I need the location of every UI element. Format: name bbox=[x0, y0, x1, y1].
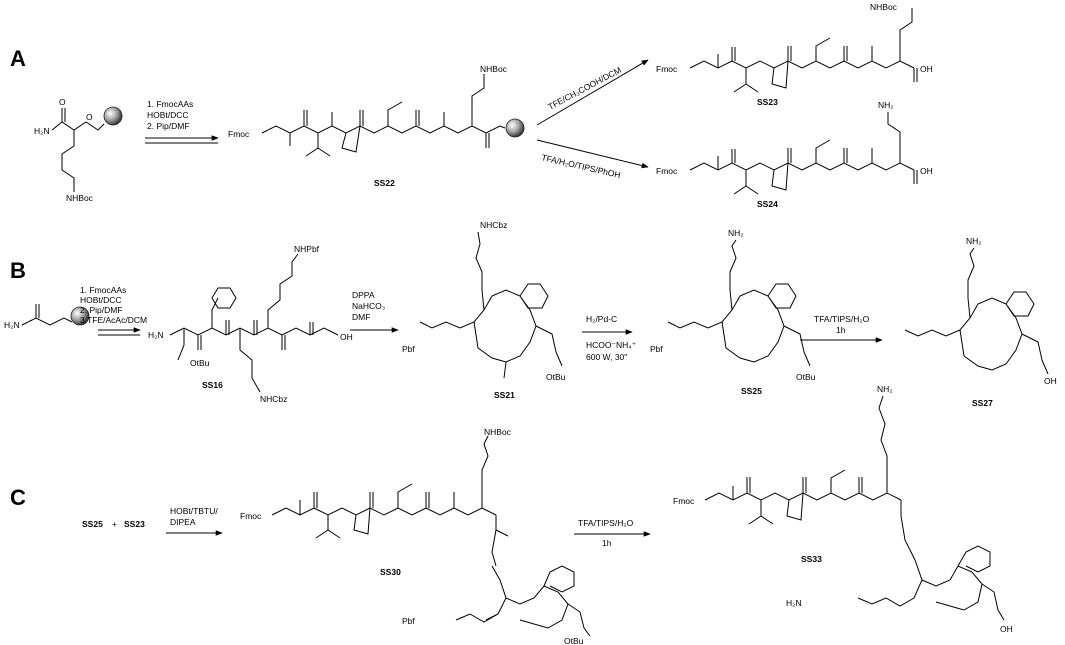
condition-line: HOBt/DCC bbox=[147, 110, 189, 120]
condition-line: HOBt/DCC bbox=[80, 295, 122, 305]
atom-nhcbz: NHCbz bbox=[480, 220, 507, 230]
atom-oh: OH bbox=[920, 64, 933, 74]
atom-pbf: Pbf bbox=[402, 344, 415, 354]
compound-label-ss23: SS23 bbox=[757, 97, 778, 107]
atom-oh: OH bbox=[340, 332, 353, 342]
ss30-structure: Fmoc NHBoc Pbf OtBu SS30 bbox=[240, 427, 591, 645]
compound-label-ss33: SS33 bbox=[801, 554, 822, 564]
condition-line: H₂/Pd-C bbox=[586, 314, 617, 324]
atom-otbu: OtBu bbox=[190, 358, 210, 368]
atom-nhpbf: NHPbf bbox=[294, 244, 320, 254]
panel-letter-a: A bbox=[10, 46, 26, 71]
compound-label-ss21: SS21 bbox=[494, 390, 515, 400]
atom-o-ester: O bbox=[86, 112, 93, 122]
condition-line: 1h bbox=[602, 538, 612, 548]
condition-line: NaHCO₃ bbox=[352, 301, 385, 311]
condition-line: 2. Pip/DMF bbox=[147, 121, 190, 131]
ss25-structure: NH₂ Pbf OtBu SS25 bbox=[650, 228, 816, 396]
resin-bead bbox=[103, 106, 123, 126]
condition-line: 600 W, 30" bbox=[586, 352, 627, 362]
condition-line: 1h bbox=[836, 325, 846, 335]
atom-nhboc: NHBoc bbox=[66, 193, 94, 203]
condition-line: TFA/H₂O/TIPS/PhOH bbox=[541, 152, 622, 180]
lys-resin-structure: H₂N O O NHBoc bbox=[34, 97, 123, 203]
arrow-c1: HOBt/TBTU/ DIPEA bbox=[166, 506, 223, 536]
resin-bead bbox=[505, 118, 525, 138]
atom-nh2: NH₂ bbox=[728, 228, 744, 238]
condition-line: DIPEA bbox=[170, 517, 196, 527]
ss24-structure: Fmoc NH₂ OH SS24 bbox=[656, 100, 933, 209]
compound-label-ss16: SS16 bbox=[202, 380, 223, 390]
ss16-structure: H₂N OtBu NHPbf NHCbz OH SS16 bbox=[148, 244, 353, 404]
arrow-c2: TFA/TIPS/H₂O 1h bbox=[574, 518, 651, 548]
arrow-b2: DPPA NaHCO₃ DMF bbox=[350, 290, 399, 333]
arrow-b3: H₂/Pd-C HCOO⁻NH₄⁺ 600 W, 30" bbox=[582, 314, 637, 362]
condition-line: HCOO⁻NH₄⁺ bbox=[586, 340, 637, 350]
plus-sign: + bbox=[112, 519, 117, 529]
condition-line: 1. FmocAAs bbox=[147, 99, 193, 109]
atom-nhboc: NHBoc bbox=[870, 2, 898, 12]
atom-otbu: OtBu bbox=[564, 636, 584, 645]
atom-oh: OH bbox=[920, 166, 933, 176]
atom-nh2: NH₂ bbox=[877, 384, 893, 394]
condition-line: DMF bbox=[352, 312, 370, 322]
atom-fmoc: Fmoc bbox=[656, 166, 678, 176]
arrow-a-bottom: TFA/H₂O/TIPS/PhOH bbox=[536, 139, 649, 180]
ss21-structure: NHCbz Pbf OtBu SS21 bbox=[402, 220, 566, 400]
arrow-b4: TFA/TIPS/H₂O 1h bbox=[800, 314, 883, 343]
compound-label-ss24: SS24 bbox=[757, 199, 778, 209]
atom-nhboc: NHBoc bbox=[480, 64, 508, 74]
atom-fmoc: Fmoc bbox=[240, 511, 262, 521]
reactant-ss25: SS25 bbox=[82, 519, 103, 529]
atom-h2n: H₂N bbox=[34, 126, 50, 136]
gly-resin-structure: H₂N bbox=[4, 304, 90, 330]
condition-line: TFA/TIPS/H₂O bbox=[814, 314, 870, 324]
condition-line: HOBt/TBTU/ bbox=[170, 506, 218, 516]
reactant-ss23: SS23 bbox=[124, 519, 145, 529]
panel-letter-b: B bbox=[10, 258, 26, 283]
atom-fmoc: Fmoc bbox=[228, 129, 250, 139]
arrow-a1: 1. FmocAAs HOBt/DCC 2. Pip/DMF bbox=[145, 99, 219, 144]
atom-nh2: NH₂ bbox=[966, 236, 982, 246]
condition-line: TFA/TIPS/H₂O bbox=[578, 518, 634, 528]
atom-oh: OH bbox=[1044, 376, 1057, 386]
atom-o: O bbox=[59, 97, 66, 107]
compound-label-ss22: SS22 bbox=[374, 178, 395, 188]
panel-c: SS25 + SS23 HOBt/TBTU/ DIPEA Fmoc NHBoc … bbox=[82, 384, 1013, 645]
panel-letter-c: C bbox=[10, 485, 26, 510]
condition-line: TFE/CH₃COOH/DCM bbox=[546, 65, 623, 112]
compound-label-ss25: SS25 bbox=[741, 386, 762, 396]
atom-nhcbz: NHCbz bbox=[260, 394, 287, 404]
compound-label-ss30: SS30 bbox=[380, 567, 401, 577]
atom-pbf: Pbf bbox=[650, 344, 663, 354]
ss22-structure: Fmoc NHBoc SS22 bbox=[228, 64, 525, 188]
atom-otbu: OtBu bbox=[796, 372, 816, 382]
condition-line: 3.TFE/AcAc/DCM bbox=[80, 315, 147, 325]
atom-h2n: H₂N bbox=[148, 330, 164, 340]
arrow-b1: 1. FmocAAs HOBt/DCC 2. Pip/DMF 3.TFE/AcA… bbox=[80, 285, 147, 336]
resin-bead bbox=[70, 306, 90, 326]
panel-b: H₂N 1. FmocAAs HOBt/DCC 2. Pip/DMF 3.TFE… bbox=[4, 220, 1057, 408]
arrow-a-top: TFE/CH₃COOH/DCM bbox=[536, 59, 649, 126]
atom-fmoc: Fmoc bbox=[673, 496, 695, 506]
ss27-structure: NH₂ OH SS27 bbox=[904, 236, 1057, 408]
panel-a: H₂N O O NHBoc 1. FmocAAs HOBt/DCC 2. Pip… bbox=[34, 2, 933, 209]
condition-line: DPPA bbox=[352, 290, 375, 300]
atom-fmoc: Fmoc bbox=[656, 64, 678, 74]
condition-line: 1. FmocAAs bbox=[80, 285, 126, 295]
ss33-structure: Fmoc NH₂ H₂N OH SS33 bbox=[673, 384, 1013, 634]
atom-pbf: Pbf bbox=[402, 616, 415, 626]
ss23-structure: Fmoc NHBoc OH SS23 bbox=[656, 2, 933, 107]
condition-line: 2. Pip/DMF bbox=[80, 305, 123, 315]
compound-label-ss27: SS27 bbox=[972, 398, 993, 408]
atom-oh: OH bbox=[1000, 624, 1013, 634]
atom-nh2: NH₂ bbox=[878, 100, 894, 110]
atom-otbu: OtBu bbox=[546, 372, 566, 382]
atom-h2n: H₂N bbox=[4, 320, 20, 330]
atom-h2n: H₂N bbox=[786, 598, 802, 608]
atom-nhboc: NHBoc bbox=[484, 427, 512, 437]
